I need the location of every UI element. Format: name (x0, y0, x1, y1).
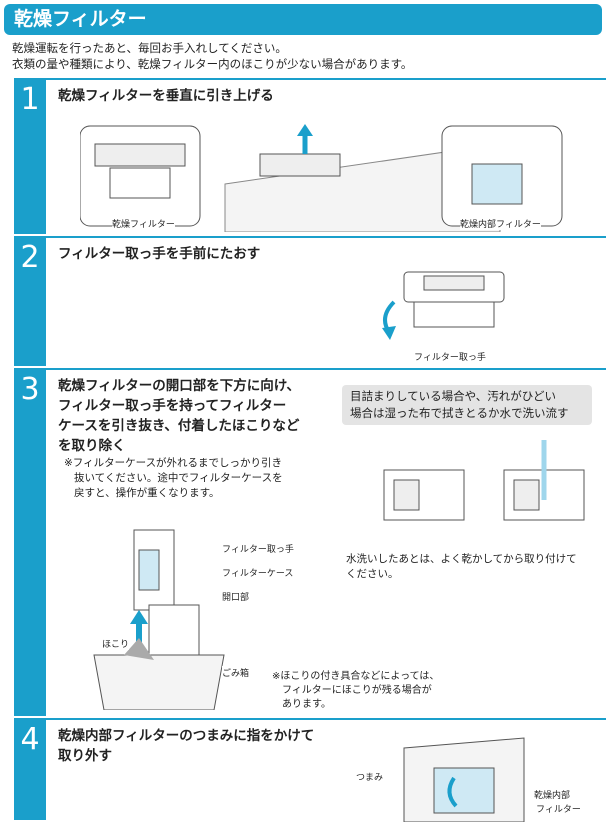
after-wash-note: 水洗いしたあとは、よく乾かしてから取り付けて ください。 (346, 552, 577, 582)
step-number: 2 (14, 238, 46, 366)
note-line: 戻すと、操作が重くなります。 (74, 487, 220, 499)
step-2: 2 フィルター取っ手を手前にたおす フィルター取っ手 (14, 236, 606, 366)
step-heading: 乾燥内部フィルターのつまみに指をかけて 取り外す (58, 726, 314, 766)
step-number: 3 (14, 370, 46, 716)
note-line: ※フィルターケースが外れるまでしっかり引き (64, 457, 283, 469)
heading-line: 乾燥フィルターの開口部を下方に向け、 (58, 378, 301, 394)
label-handle: フィルター取っ手 (222, 542, 294, 555)
intro-text: 乾燥運転を行ったあと、毎回お手入れしてください。 衣類の量や種類により、乾燥フィ… (12, 40, 412, 72)
step-4: 4 乾燥内部フィルターのつまみに指をかけて 取り外す つまみ 乾燥内部 フィルタ… (14, 718, 606, 822)
heading-line: を取り除く (58, 438, 126, 454)
label-handle: フィルター取っ手 (414, 350, 486, 363)
label-knob: つまみ (356, 770, 384, 783)
handle-tilt-illustration (382, 271, 505, 340)
heading-line: ケースを引き抜き、付着したほこりなど (58, 418, 300, 434)
intro-line: 乾燥運転を行ったあと、毎回お手入れしてください。 (12, 41, 287, 55)
note-line: ください。 (346, 568, 399, 580)
dust-note: ※ほこりの付き具合などによっては、 フィルターにほこりが残る場合が あります。 (272, 670, 439, 712)
pull-note: ※フィルターケースが外れるまでしっかり引き 抜いてください。途中でフィルターケー… (64, 456, 283, 501)
heading-line: 乾燥内部フィルターのつまみに指をかけて (58, 728, 315, 744)
washing-illustration (383, 440, 585, 521)
tip-line: 目詰まりしている場合や、汚れがひどい (350, 389, 556, 403)
step-heading: フィルター取っ手を手前にたおす (58, 246, 261, 262)
note-line: ※ほこりの付き具合などによっては、 (272, 671, 440, 682)
step-3: 3 乾燥フィルターの開口部を下方に向け、 フィルター取っ手を持ってフィルター ケ… (14, 368, 606, 716)
label-opening: 開口部 (222, 590, 250, 603)
intro-line: 衣類の量や種類により、乾燥フィルター内のほこりが少ない場合があります。 (12, 57, 413, 71)
page-title: 乾燥フィルター (4, 4, 602, 35)
step-heading: 乾燥フィルターの開口部を下方に向け、 フィルター取っ手を持ってフィルター ケース… (58, 376, 300, 456)
label-case: フィルターケース (222, 566, 294, 579)
dust-removal-illustration (93, 529, 225, 710)
note-line: 水洗いしたあとは、よく乾かしてから取り付けて (346, 553, 577, 565)
step-1: 1 乾燥フィルターを垂直に引き上げる 乾燥フィルター 乾燥内部フィルター (14, 78, 606, 234)
tip-line: 場合は湿った布で拭きとるか水で洗い流す (350, 406, 569, 420)
note-line: フィルターにほこりが残る場合が (282, 685, 432, 696)
heading-line: 取り外す (58, 748, 112, 764)
step-number: 1 (14, 80, 46, 234)
note-line: あります。 (282, 699, 331, 710)
filter-lift-illustration (80, 124, 563, 232)
label-dust: ほこり (102, 637, 130, 650)
step-number: 4 (14, 720, 46, 820)
label-inner-filter: 乾燥内部フィルター (460, 217, 541, 230)
label-filter: フィルター (536, 802, 581, 815)
inner-filter-illustration (403, 737, 525, 822)
label-trash: ごみ箱 (222, 666, 250, 679)
note-line: 抜いてください。途中でフィルターケースを (74, 472, 283, 484)
heading-line: フィルター取っ手を持ってフィルター (58, 398, 287, 414)
label-dry-filter: 乾燥フィルター (112, 217, 175, 230)
step-heading: 乾燥フィルターを垂直に引き上げる (58, 88, 274, 104)
label-inner: 乾燥内部 (534, 788, 571, 801)
tip-box: 目詰まりしている場合や、汚れがひどい 場合は湿った布で拭きとるか水で洗い流す (342, 385, 592, 425)
